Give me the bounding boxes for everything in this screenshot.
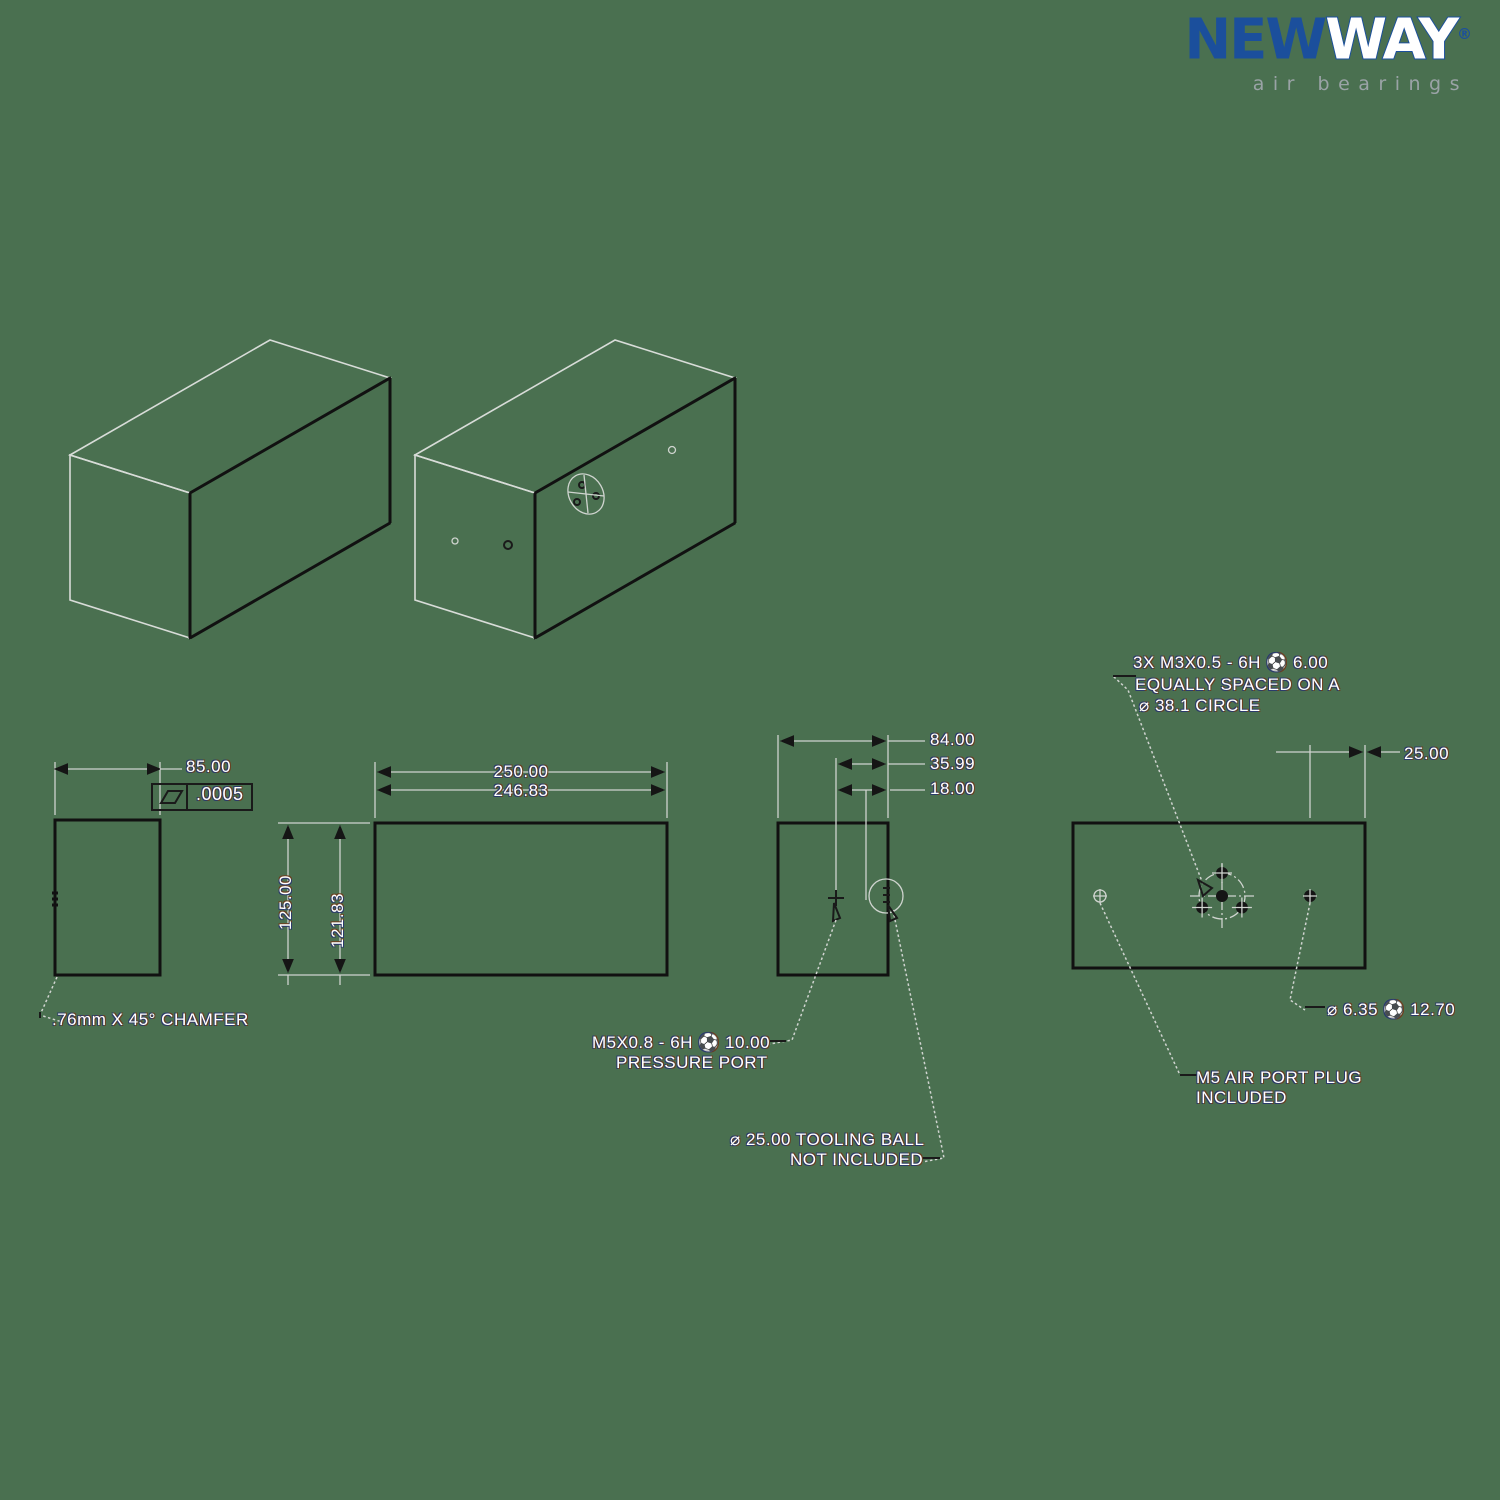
- logo-wordmark: NEWWAY®: [1092, 4, 1472, 71]
- iso-bolt-circle-feature: [567, 473, 605, 515]
- note-tooling-ball-line2: NOT INCLUDED: [790, 1150, 924, 1169]
- logo-newway-air-bearings: NEWWAY® air bearings: [1092, 4, 1472, 104]
- note-pressure-port-line2: PRESSURE PORT: [616, 1053, 768, 1072]
- isometric-view-ported-geometry: [413, 339, 737, 640]
- flatness-tolerance-value: .0005: [196, 784, 244, 804]
- iso-hole-small-right: [667, 445, 677, 455]
- tapped-hole: [1231, 897, 1252, 918]
- note-chamfer: .76mm X 45° CHAMFER: [52, 1010, 249, 1029]
- note-tooling-ball-line1: ⌀ 25.00 TOOLING BALL: [730, 1130, 925, 1149]
- dimension-end-width: 85.00: [186, 757, 232, 776]
- dimension-top-offset-b: 18.00: [930, 779, 976, 798]
- note-air-plug-line2: INCLUDED: [1196, 1088, 1287, 1107]
- logo-tagline: air bearings: [1252, 72, 1468, 95]
- tooling-ball-circle: [868, 878, 904, 914]
- note-counterbore: ⌀ 6.35 ⚽ 12.70: [1327, 1000, 1456, 1019]
- bolt-circle-feature: [1190, 863, 1254, 928]
- bottom-view-geometry: [1071, 675, 1400, 1076]
- feature-control-frame: [151, 783, 253, 811]
- dimension-side-height-bearing: 121.83: [328, 893, 347, 948]
- counterbore-hole: [1303, 889, 1317, 903]
- top-view-geometry: [769, 735, 945, 1163]
- note-bolt-circle-line1: 3X M3X0.5 - 6H ⚽ 6.00: [1133, 653, 1329, 672]
- note-air-plug-line1: M5 AIR PORT PLUG: [1196, 1068, 1363, 1087]
- registered-trademark-icon: ®: [1457, 25, 1472, 43]
- dimension-side-height-overall: 125.00: [276, 875, 295, 930]
- iso-hole-small-left: [451, 537, 459, 545]
- logo-word-way: WAY: [1324, 7, 1460, 73]
- side-view-geometry: [278, 762, 669, 985]
- note-bolt-circle-line2: EQUALLY SPACED ON A: [1135, 675, 1341, 694]
- pressure-port-marker: [828, 890, 844, 923]
- logo-word-new: NEW: [1184, 7, 1327, 73]
- air-port-plug-hole: [1093, 889, 1107, 903]
- dimension-top-width: 84.00: [930, 730, 976, 749]
- tapped-hole: [1192, 897, 1213, 918]
- dimension-bottom-edge-offset: 25.00: [1404, 744, 1450, 763]
- tapped-hole: [1212, 863, 1232, 883]
- note-pressure-port-line1: M5X0.8 - 6H ⚽ 10.00: [592, 1033, 771, 1052]
- note-bolt-circle-line3: ⌀ 38.1 CIRCLE: [1139, 696, 1261, 715]
- dimension-side-length-bearing: 246.83: [493, 781, 549, 800]
- iso-hole-small-front: [503, 540, 513, 550]
- end-view-geometry: [38, 762, 253, 1023]
- isometric-view-plain-geometry: [68, 339, 392, 640]
- dimension-top-offset-a: 35.99: [930, 754, 976, 773]
- dimension-side-length-overall: 250.00: [493, 762, 549, 781]
